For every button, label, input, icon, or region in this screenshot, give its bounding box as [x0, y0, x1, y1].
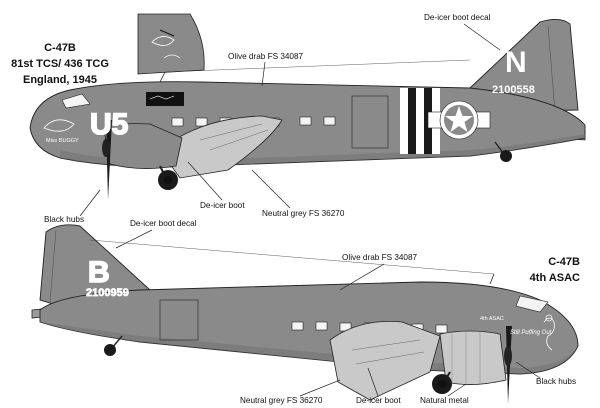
- top-star-insignia: [427, 100, 491, 140]
- bottom-callout-deicer-boot: De-icer boot: [356, 396, 401, 405]
- top-title-line3: England, 1945: [23, 74, 97, 86]
- top-engine-nacelle: [103, 123, 183, 169]
- bottom-title-line2: 4th ASAC: [530, 272, 580, 284]
- top-propeller: [102, 120, 112, 200]
- bottom-unit-marking: 4th ASAC: [480, 316, 504, 322]
- top-wing: [159, 115, 283, 179]
- top-tail-serial: 2100558: [492, 84, 535, 96]
- bottom-aircraft: B 2100959 4th ASAC Still Puffing Out C-4…: [31, 219, 580, 405]
- top-nose-art: Miss BUGGY: [43, 119, 79, 144]
- nose-inset: [137, 13, 205, 75]
- top-callout-neutral-grey: Neutral grey FS 36270: [262, 209, 345, 218]
- top-title-line1: C-47B: [44, 42, 76, 54]
- top-callout-deicer-boot-decal: De-icer boot decal: [424, 13, 491, 22]
- bottom-propeller: [504, 326, 512, 404]
- svg-text:Still Puffing Out: Still Puffing Out: [510, 330, 552, 336]
- bottom-callout-deicer-boot-decal: De-icer boot decal: [130, 219, 197, 228]
- bottom-callout-neutral-grey: Neutral grey FS 36270: [240, 396, 323, 405]
- top-callout-deicer-boot: De-icer boot: [200, 201, 245, 210]
- bottom-main-gear: [432, 371, 452, 394]
- top-callout-black-hubs: Black hubs: [44, 215, 84, 224]
- bottom-wing: [329, 321, 441, 401]
- bottom-tail-letter: B: [88, 256, 110, 289]
- top-title-line2: 81st TCS/ 436 TCG: [11, 58, 109, 70]
- top-callout-olive-drab: Olive drab FS 34087: [228, 52, 304, 61]
- bottom-callout-black-hubs: Black hubs: [536, 377, 576, 386]
- bottom-tail-wheel: [104, 335, 123, 356]
- top-cockpit-window: [61, 93, 91, 109]
- top-nose-panel: [146, 92, 184, 106]
- bottom-title-line1: C-47B: [548, 256, 580, 268]
- top-tail-wheel: [494, 141, 512, 162]
- bottom-tail-serial: 2100959: [86, 287, 129, 299]
- bottom-nose-art: Still Puffing Out: [510, 314, 555, 351]
- top-main-gear: [158, 165, 178, 190]
- top-aircraft: U5 N 2100558 Miss BUGGY C-47B 81st TCS/ …: [11, 13, 586, 224]
- bottom-callout-olive-drab: Olive drab FS 34087: [342, 253, 418, 262]
- top-tail-letter: N: [505, 46, 527, 79]
- bottom-engine-nacelle: [439, 330, 507, 385]
- bottom-tail-fin: [39, 224, 151, 307]
- svg-text:Miss BUGGY: Miss BUGGY: [46, 138, 79, 144]
- bottom-callout-natural-metal: Natural metal: [420, 396, 469, 405]
- top-tail-fin: [469, 19, 579, 113]
- bottom-cockpit-window: [515, 295, 549, 313]
- top-fuselage-code: U5: [90, 108, 128, 141]
